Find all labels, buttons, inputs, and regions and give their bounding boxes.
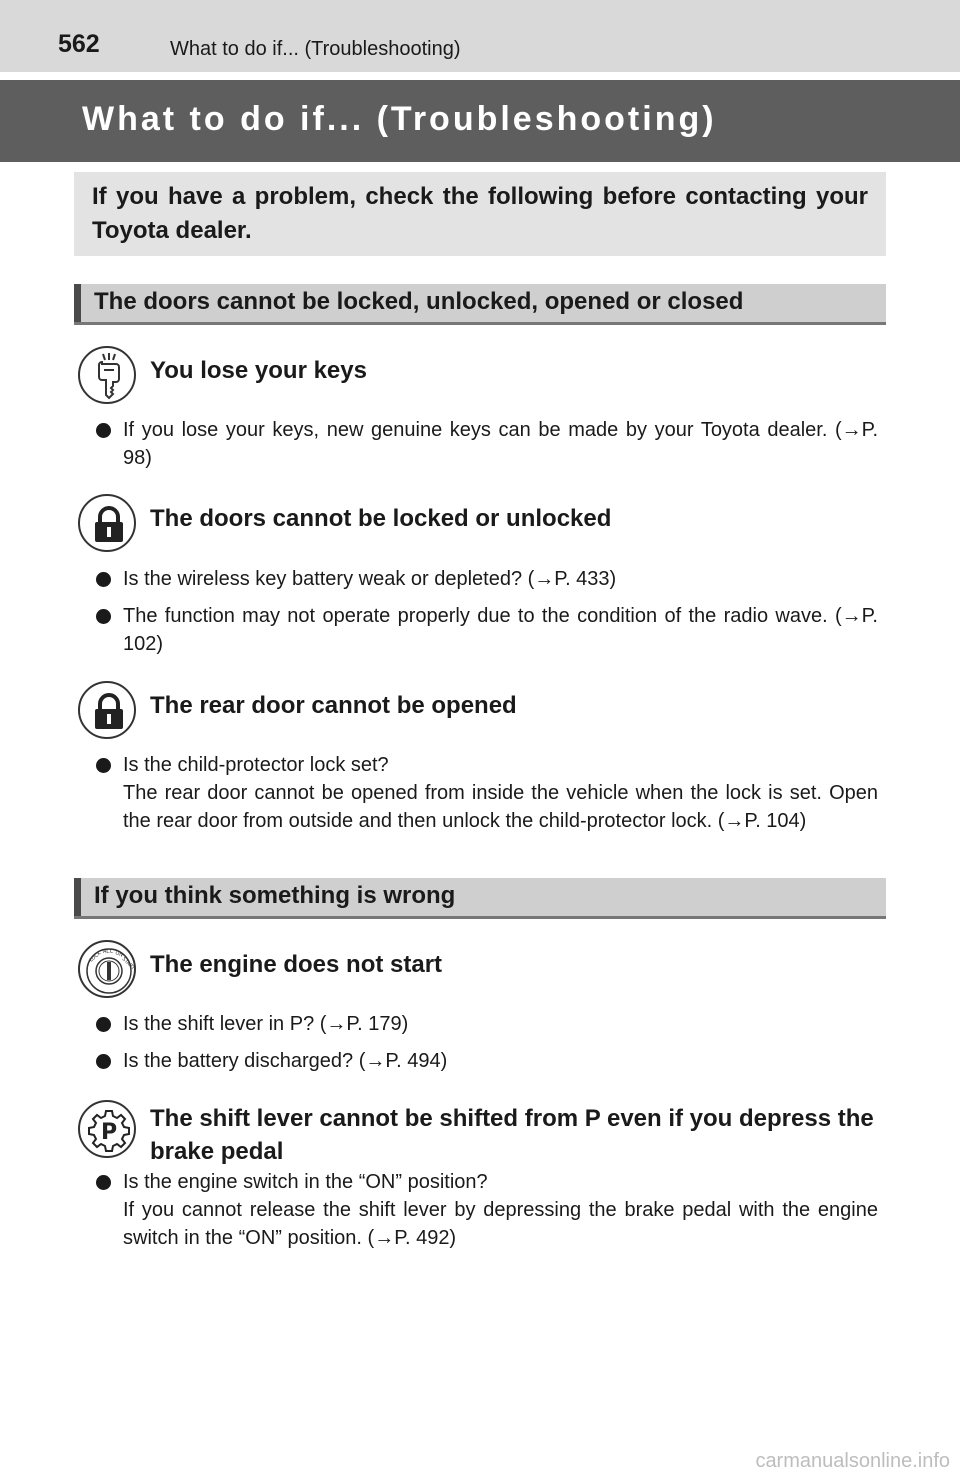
bullet-item: Is the engine switch in the “ON” positio… <box>96 1168 878 1252</box>
section-heading-something-wrong: If you think something is wrong <box>74 878 886 919</box>
page-header: 562 What to do if... (Troubleshooting) <box>0 0 960 72</box>
bullet-dot <box>96 423 111 438</box>
subheading-label: The doors cannot be locked or unlocked <box>150 505 612 532</box>
title-band: What to do if... (Troubleshooting) <box>0 80 960 162</box>
bullet-item: Is the battery discharged? (→P. 494) <box>96 1047 878 1075</box>
bullet-dot <box>96 1054 111 1069</box>
section-heading-text: If you think something is wrong <box>94 882 456 909</box>
section-heading-doors: The doors cannot be locked, unlocked, op… <box>74 284 886 325</box>
subheading-label: You lose your keys <box>150 357 367 384</box>
bullet-explanation: The rear door cannot be opened from insi… <box>123 782 878 832</box>
bullet-dot <box>96 609 111 624</box>
subheading-label: The engine does not start <box>150 951 443 978</box>
ignition-switch-icon: LOCK ACC ON START <box>78 940 136 998</box>
watermark: carmanualsonline.info <box>755 1450 950 1472</box>
bullet-dot <box>96 572 111 587</box>
bullet-text: Is the battery discharged? (→P. 494) <box>123 1050 448 1072</box>
ignition-label-acc: ACC <box>103 949 114 955</box>
bullet-item: Is the child-protector lock set? The rea… <box>96 751 878 835</box>
bullet-item: The function may not operate properly du… <box>96 602 878 658</box>
bullet-question: Is the child-protector lock set? <box>123 754 389 776</box>
section-heading-text: The doors cannot be locked, unlocked, op… <box>94 288 744 315</box>
intro-text: If you have a problem, check the followi… <box>92 183 868 244</box>
subheading-label: The shift lever cannot be shifted from P… <box>150 1105 874 1165</box>
bullet-item: Is the wireless key battery weak or depl… <box>96 565 878 593</box>
subheading-label: The rear door cannot be opened <box>150 692 517 719</box>
bullet-text: If you lose your keys, new genuine keys … <box>123 419 878 469</box>
bullet-question: Is the engine switch in the “ON” positio… <box>123 1171 488 1193</box>
bullet-item: If you lose your keys, new genuine keys … <box>96 416 878 472</box>
page-title: What to do if... (Troubleshooting) <box>82 100 717 138</box>
bullet-text: Is the shift lever in P? (→P. 179) <box>123 1013 409 1035</box>
bullet-text: The function may not operate properly du… <box>123 605 878 655</box>
bullet-text: Is the engine switch in the “ON” positio… <box>123 1168 878 1252</box>
bullet-dot <box>96 758 111 773</box>
intro-box: If you have a problem, check the followi… <box>74 172 886 256</box>
bullet-text: Is the child-protector lock set? The rea… <box>123 751 878 835</box>
bullet-dot <box>96 1017 111 1032</box>
park-gear-icon: P <box>78 1100 136 1158</box>
ignition-label-start: START <box>121 956 137 972</box>
padlock-icon <box>78 681 136 739</box>
bullet-item: Is the shift lever in P? (→P. 179) <box>96 1010 878 1038</box>
ignition-label-on: ON <box>114 950 124 958</box>
padlock-icon <box>78 494 136 552</box>
key-icon <box>78 346 136 404</box>
bullet-dot <box>96 1175 111 1190</box>
bullet-explanation: If you cannot release the shift lever by… <box>123 1199 878 1249</box>
bullet-text: Is the wireless key battery weak or depl… <box>123 568 617 590</box>
running-title: What to do if... (Troubleshooting) <box>170 38 461 60</box>
page-number: 562 <box>58 30 100 58</box>
park-letter: P <box>101 1120 117 1145</box>
